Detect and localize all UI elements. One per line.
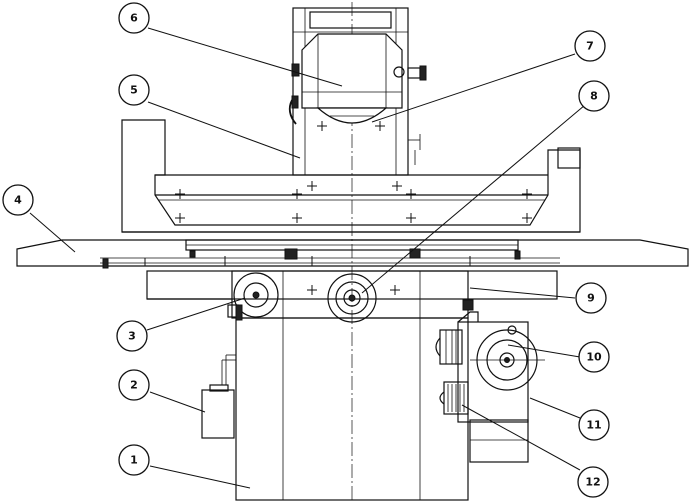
callout-9: 9: [575, 282, 607, 314]
grinding-head: [301, 33, 403, 109]
callout-label: 4: [14, 194, 22, 207]
callout-5: 5: [118, 74, 150, 106]
callout-label: 10: [586, 351, 602, 364]
pump-side-small: [435, 329, 463, 365]
callout-12: 12: [577, 466, 609, 498]
motor-10: [470, 325, 545, 391]
callout-label: 12: [585, 476, 600, 489]
handwheel-3: [227, 272, 279, 321]
callout-label: 5: [130, 84, 138, 97]
electric-box: [201, 354, 236, 439]
callout-8: 8: [578, 80, 610, 112]
work-table: [16, 239, 689, 269]
callout-label: 7: [586, 40, 594, 53]
grinding-wheel-guard: [316, 107, 388, 124]
callout-label: 9: [587, 292, 595, 305]
callout-label: 1: [130, 454, 138, 467]
callout-label: 2: [130, 379, 138, 392]
callout-4: 4: [2, 184, 34, 216]
handwheel-8: [307, 273, 400, 323]
callout-10: 10: [578, 341, 610, 373]
leader-lines: [29, 27, 586, 489]
callout-label: 8: [590, 90, 598, 103]
splash-guard: [121, 119, 581, 233]
callout-label: 11: [586, 419, 601, 432]
hydraulic-unit: [457, 299, 529, 463]
callout-11: 11: [578, 409, 610, 441]
callout-label: 3: [128, 330, 136, 343]
callout-6: 6: [118, 2, 150, 34]
callout-1: 1: [118, 444, 150, 476]
callout-label: 6: [130, 12, 138, 25]
bolt-marks: [175, 121, 532, 223]
head-handles: [288, 63, 427, 165]
callout-7: 7: [574, 30, 606, 62]
callout-3: 3: [116, 320, 148, 352]
callout-2: 2: [118, 369, 150, 401]
pump-12: [439, 381, 469, 415]
